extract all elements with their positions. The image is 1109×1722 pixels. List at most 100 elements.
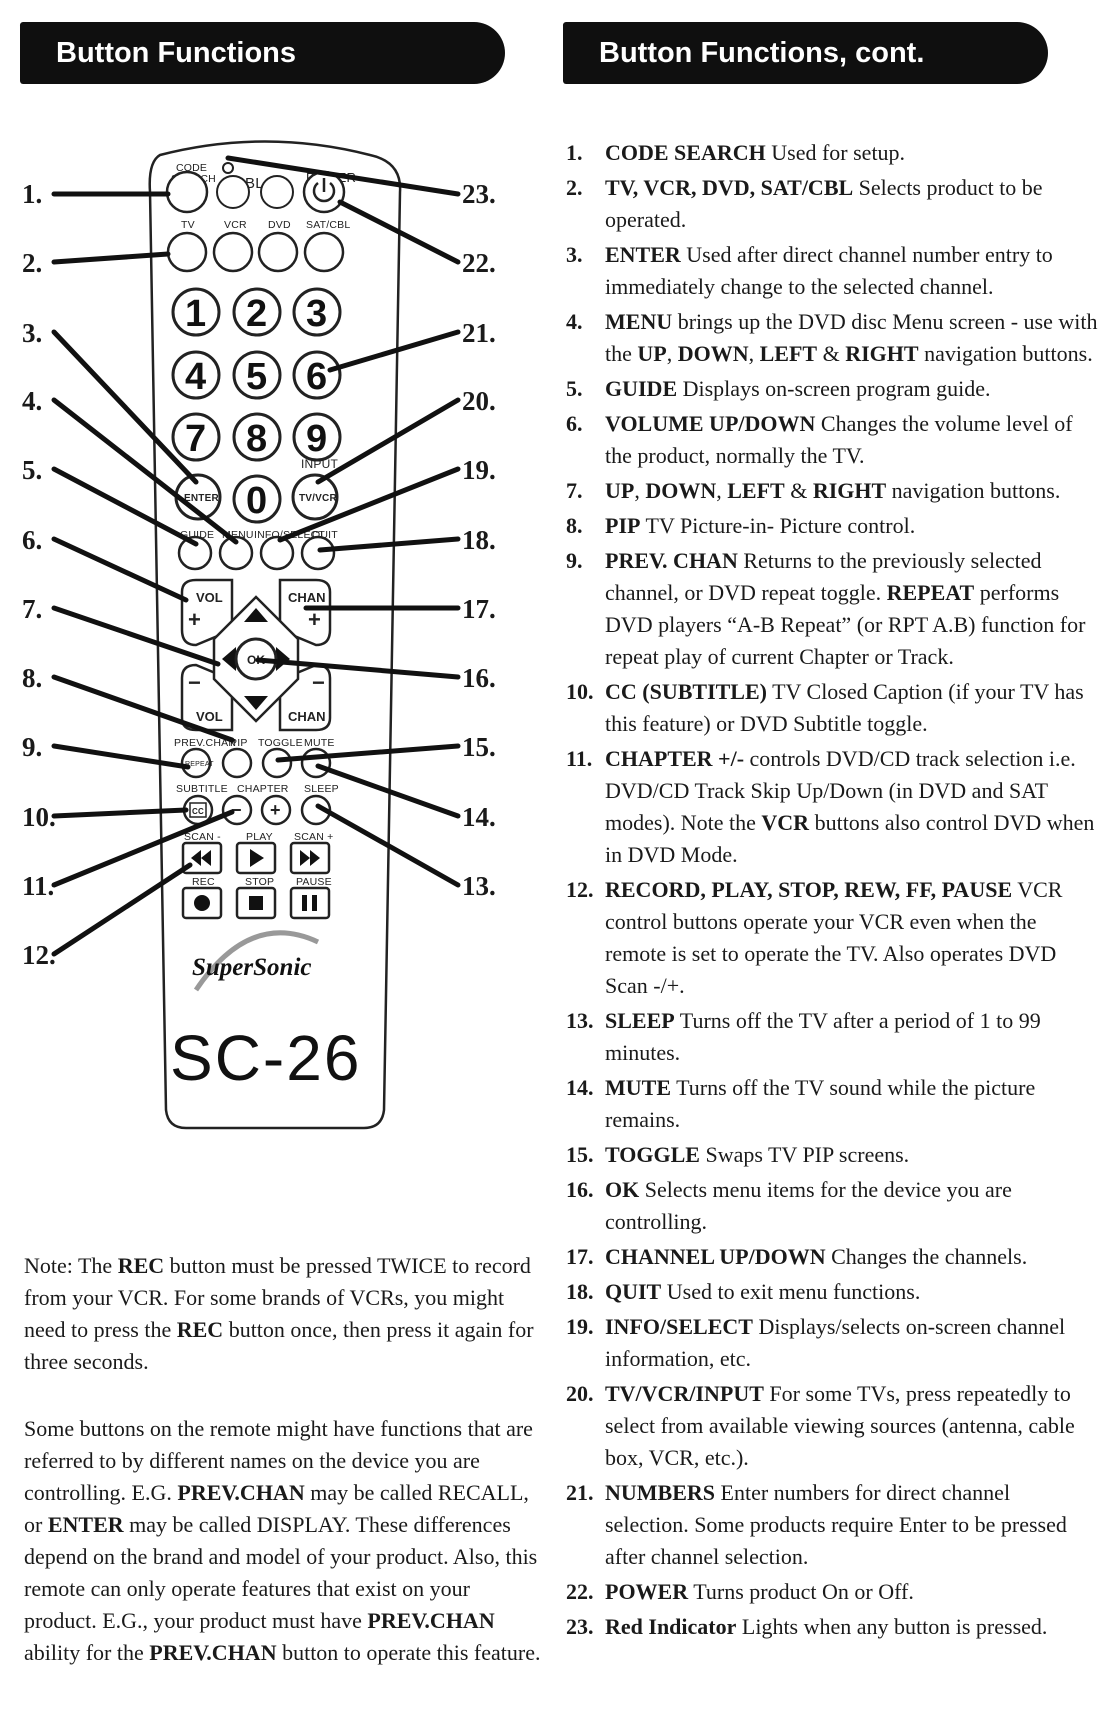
bold-term: GUIDE: [605, 376, 678, 401]
number-pad: 1 2 3 4 5 6 7 8 9 INPUT ENTER 0 TV/VCR: [171, 287, 342, 524]
callout-22: 22.: [462, 248, 496, 278]
sleep-label: SLEEP: [304, 783, 339, 795]
callout-18: 18.: [462, 525, 496, 555]
header-title-left: Button Functions: [56, 37, 297, 69]
digit-3-button[interactable]: [292, 287, 342, 337]
menu-button[interactable]: [218, 535, 254, 571]
text-run: &: [817, 341, 846, 366]
leader-11: [51, 809, 235, 888]
blank-button-1[interactable]: [216, 175, 250, 209]
callout-8: 8.: [22, 663, 42, 693]
leader-13: [315, 803, 461, 888]
repeat-label: REPEAT: [185, 761, 214, 768]
digit-6-button[interactable]: [292, 350, 342, 400]
guide-button[interactable]: [177, 535, 213, 571]
bold-term: REPEAT: [886, 580, 975, 605]
red-indicator-led: [222, 162, 234, 174]
bold-term: RIGHT: [812, 478, 887, 503]
callout-2: 2.: [22, 248, 42, 278]
cc-label: CC: [192, 807, 204, 816]
vol-up-label: VOL: [196, 590, 223, 605]
bold-term: RIGHT: [845, 341, 919, 366]
enter-label: ENTER: [184, 493, 219, 504]
play-label: PLAY: [246, 831, 273, 843]
digit-6-label: 6: [306, 356, 327, 398]
function-item: 1.CODE SEARCH Used for setup.: [563, 137, 1098, 169]
tv-vcr-button[interactable]: [291, 473, 339, 521]
text-run: Selects menu items for the device you ar…: [605, 1177, 1012, 1234]
fast-forward-icon: [300, 850, 320, 866]
code-search-button[interactable]: [165, 170, 209, 214]
digit-4-label: 4: [185, 356, 206, 398]
logo-swoosh: [193, 930, 320, 992]
left-arrow-icon[interactable]: [222, 647, 236, 671]
chapter-minus-button[interactable]: [221, 794, 253, 826]
text-run: ,: [716, 478, 728, 503]
supersonic-logo: SuperSonic: [192, 930, 320, 992]
pip-button[interactable]: [221, 747, 253, 779]
bold-term: PREV.CHAN: [367, 1608, 495, 1633]
text-run: may be called DISPLAY. These differences…: [24, 1512, 538, 1633]
vcr-button[interactable]: [212, 231, 254, 273]
digit-2-button[interactable]: [232, 287, 282, 337]
text-run: Selects product to be operated.: [605, 175, 1043, 232]
prev-chan-button[interactable]: [180, 747, 212, 779]
function-number: 16.: [566, 1177, 594, 1202]
mute-button[interactable]: [300, 747, 332, 779]
bold-term: DOWN: [677, 341, 749, 366]
vol-plus-label: +: [188, 607, 201, 632]
digit-7-button[interactable]: [171, 412, 221, 462]
up-arrow-icon[interactable]: [244, 608, 268, 622]
code-search-label-1: CODE: [176, 162, 207, 174]
tv-button[interactable]: [166, 231, 208, 273]
sat-cbl-button[interactable]: [303, 231, 345, 273]
digit-9-button[interactable]: [292, 412, 342, 462]
vol-down-label: VOL: [196, 709, 223, 724]
quit-button[interactable]: [300, 535, 336, 571]
bold-term: LEFT: [727, 478, 785, 503]
chan-down-label: CHAN: [288, 709, 326, 724]
chan-up-label: CHAN: [288, 590, 326, 605]
text-run: Swaps TV PIP screens.: [699, 1142, 910, 1167]
text-run: ,: [748, 341, 760, 366]
function-number: 12.: [566, 877, 594, 902]
pause-button[interactable]: [289, 886, 331, 920]
bold-term: INFO/SELECT: [605, 1314, 753, 1339]
scan-minus-label: SCAN -: [184, 831, 221, 843]
callout-20: 20.: [462, 386, 496, 416]
info-select-button[interactable]: [259, 535, 295, 571]
digit-1-button[interactable]: [171, 287, 221, 337]
digit-5-button[interactable]: [232, 350, 282, 400]
text-run: Some buttons on the remote might have fu…: [24, 1416, 533, 1505]
down-arrow-icon[interactable]: [244, 696, 268, 710]
blank-button-2[interactable]: [260, 175, 294, 209]
bold-term: CHAPTER +/-: [605, 746, 745, 771]
text-run: Turns off the TV sound while the picture…: [605, 1075, 1036, 1132]
function-item: 14.MUTE Turns off the TV sound while the…: [563, 1072, 1098, 1136]
mute-label: MUTE: [304, 737, 335, 749]
digit-4-button[interactable]: [171, 350, 221, 400]
bold-term: DOWN: [645, 478, 717, 503]
function-number: 13.: [566, 1008, 594, 1033]
digit-8-button[interactable]: [232, 412, 282, 462]
leader-21: [327, 329, 461, 373]
digit-0-button[interactable]: [232, 474, 282, 524]
dvd-button[interactable]: [257, 231, 299, 273]
function-number: 3.: [566, 242, 583, 267]
bold-term: LEFT: [759, 341, 818, 366]
input-label: INPUT: [301, 457, 338, 471]
function-number: 1.: [566, 140, 583, 165]
function-item: 11.CHAPTER +/- controls DVD/CD track sel…: [563, 743, 1098, 871]
function-item: 2.TV, VCR, DVD, SAT/CBL Selects product …: [563, 172, 1098, 236]
text-run: TV Picture-in- Picture control.: [640, 513, 916, 538]
chapter-plus-button[interactable]: [260, 794, 292, 826]
function-item: 23.Red Indicator Lights when any button …: [563, 1611, 1098, 1643]
function-number: 20.: [566, 1381, 594, 1406]
right-arrow-icon[interactable]: [276, 647, 290, 671]
power-icon: [312, 182, 336, 203]
function-item: 20.TV/VCR/INPUT For some TVs, press repe…: [563, 1378, 1098, 1474]
leader-12: [51, 862, 193, 957]
function-item: 15.TOGGLE Swaps TV PIP screens.: [563, 1139, 1098, 1171]
toggle-button[interactable]: [261, 747, 293, 779]
leader-20: [315, 397, 461, 485]
